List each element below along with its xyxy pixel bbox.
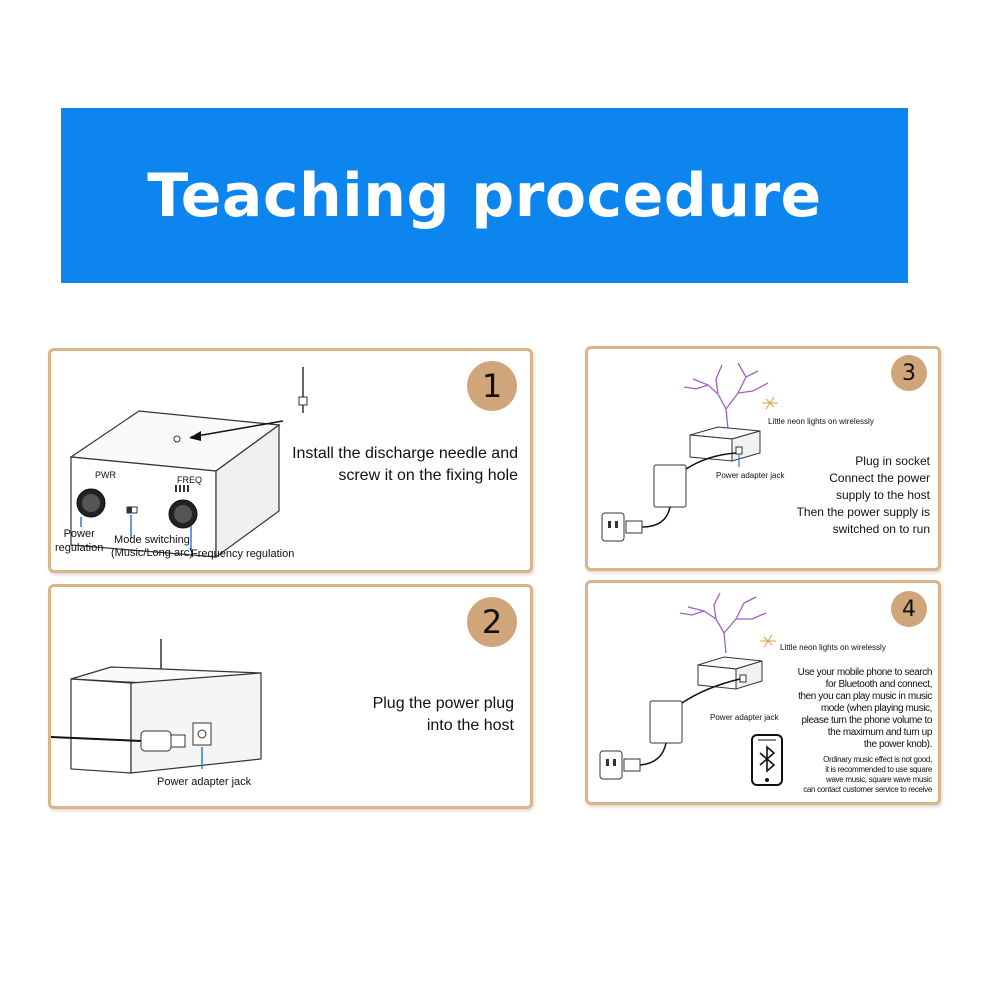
step-2-line-1: Plug the power plug — [372, 695, 514, 712]
step-1-number: 1 — [467, 361, 517, 411]
step-4-card: Little neon lights on wirelessly Power a… — [585, 580, 941, 805]
step-2-illustration — [51, 639, 262, 774]
step-3-number: 3 — [891, 355, 927, 391]
step-4-note-line-3: wave music, square wave music — [825, 775, 932, 784]
power-regulation-line-1: Power — [63, 528, 95, 540]
step-4-line-1: Use your mobile phone to search — [797, 667, 933, 678]
step-1-line-1: Install the discharge needle and — [292, 445, 518, 462]
pwr-label: PWR — [95, 470, 116, 480]
step-4-note-line-1: Ordinary music effect is not good, — [823, 755, 932, 764]
mode-switching-line-1: Mode switching — [114, 534, 190, 546]
step-2-instruction: Plug the power plug into the host — [373, 693, 514, 737]
bluetooth-phone-icon — [751, 734, 783, 786]
neon-light-icon — [762, 396, 778, 410]
plasma-arc — [683, 362, 769, 430]
power-regulation-label: Power regulation — [55, 527, 103, 555]
step-4-note-line-4: can contact customer service to receive — [803, 785, 932, 794]
step-2-line-2: into the host — [426, 717, 514, 734]
step-1-card: PWR FREQ Power regulation Mode switching… — [48, 348, 533, 573]
step-4-line-6: the maximum and turn up — [827, 727, 933, 738]
step-3-line-3: supply to the host — [835, 488, 930, 502]
step-4-note: Ordinary music effect is not good, it is… — [803, 755, 932, 795]
power-jack-label: Power adapter jack — [157, 776, 252, 788]
neon-label: Little neon lights on wirelessly — [780, 643, 886, 652]
step-3-illustration — [601, 362, 778, 542]
step-3-line-5: switched on to run — [832, 522, 930, 536]
step-1-line-2: screw it on the fixing hole — [338, 467, 518, 484]
power-jack-label: Power adapter jack — [716, 471, 785, 480]
power-jack-label: Power adapter jack — [710, 713, 779, 722]
step-4-line-2: for Bluetooth and connect, — [825, 679, 933, 690]
step-4-line-4: mode (when playing music, — [820, 703, 933, 714]
step-4-number: 4 — [891, 591, 927, 627]
step-2-card: Power adapter jack 2 Plug the power plug… — [48, 584, 533, 809]
frequency-regulation-label: Frequency regulation — [191, 548, 295, 560]
neon-label: Little neon lights on wirelessly — [768, 417, 874, 426]
step-3-line-2: Connect the power — [829, 471, 930, 485]
step-2-number: 2 — [467, 597, 517, 647]
step-4-line-3: then you can play music in music — [798, 691, 932, 702]
step-4-line-5: please turn the phone volume to — [801, 715, 933, 726]
step-4-illustration — [599, 592, 783, 786]
freq-label: FREQ — [177, 475, 203, 485]
plasma-arc — [679, 592, 767, 654]
neon-light-icon — [760, 634, 776, 648]
step-1-illustration — [69, 367, 308, 559]
power-regulation-line-2: regulation — [55, 542, 104, 554]
step-3-line-1: Plug in socket — [855, 454, 930, 468]
step-4-instruction: Use your mobile phone to search for Blue… — [797, 667, 933, 751]
step-3-card: Little neon lights on wirelessly Power a… — [585, 346, 941, 571]
title-banner: Teaching procedure — [61, 108, 908, 283]
page-title: Teaching procedure — [147, 160, 822, 231]
step-4-note-line-2: it is recommended to use square — [825, 765, 932, 774]
step-3-instruction: Plug in socket Connect the power supply … — [797, 453, 930, 538]
step-4-line-7: the power knob). — [863, 739, 932, 750]
step-1-instruction: Install the discharge needle and screw i… — [292, 443, 518, 487]
mode-switching-line-2: (Music/Long arc) — [111, 547, 193, 559]
mode-switching-label: Mode switching (Music/Long arc) — [111, 534, 193, 560]
step-3-line-4: Then the power supply is — [796, 505, 930, 519]
